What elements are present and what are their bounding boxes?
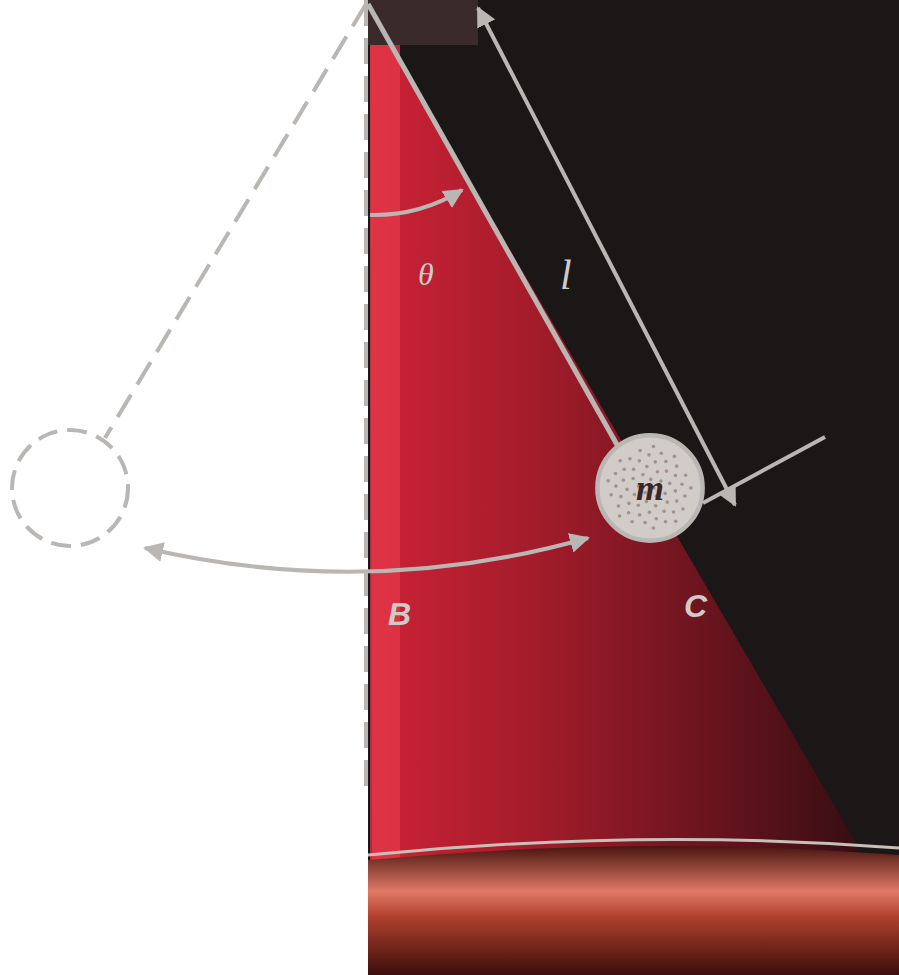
swing-path [145,538,588,572]
length-label: l [560,254,572,296]
point-label: C [684,590,707,622]
photo-background [368,0,899,975]
point-label: B [388,598,411,630]
angle-arc [370,190,462,215]
dashed-bob [12,430,128,546]
mass-label: m [636,470,664,506]
base-ring [368,846,899,975]
string [368,4,620,450]
vertical-axis [364,0,368,790]
base-rim [368,839,899,855]
length-dimension [478,8,735,505]
extension-line [703,437,825,503]
dashed-string [105,4,366,438]
cone-edge [370,30,400,880]
bob-ball: m [594,432,706,544]
angle-label: θ [418,258,434,290]
